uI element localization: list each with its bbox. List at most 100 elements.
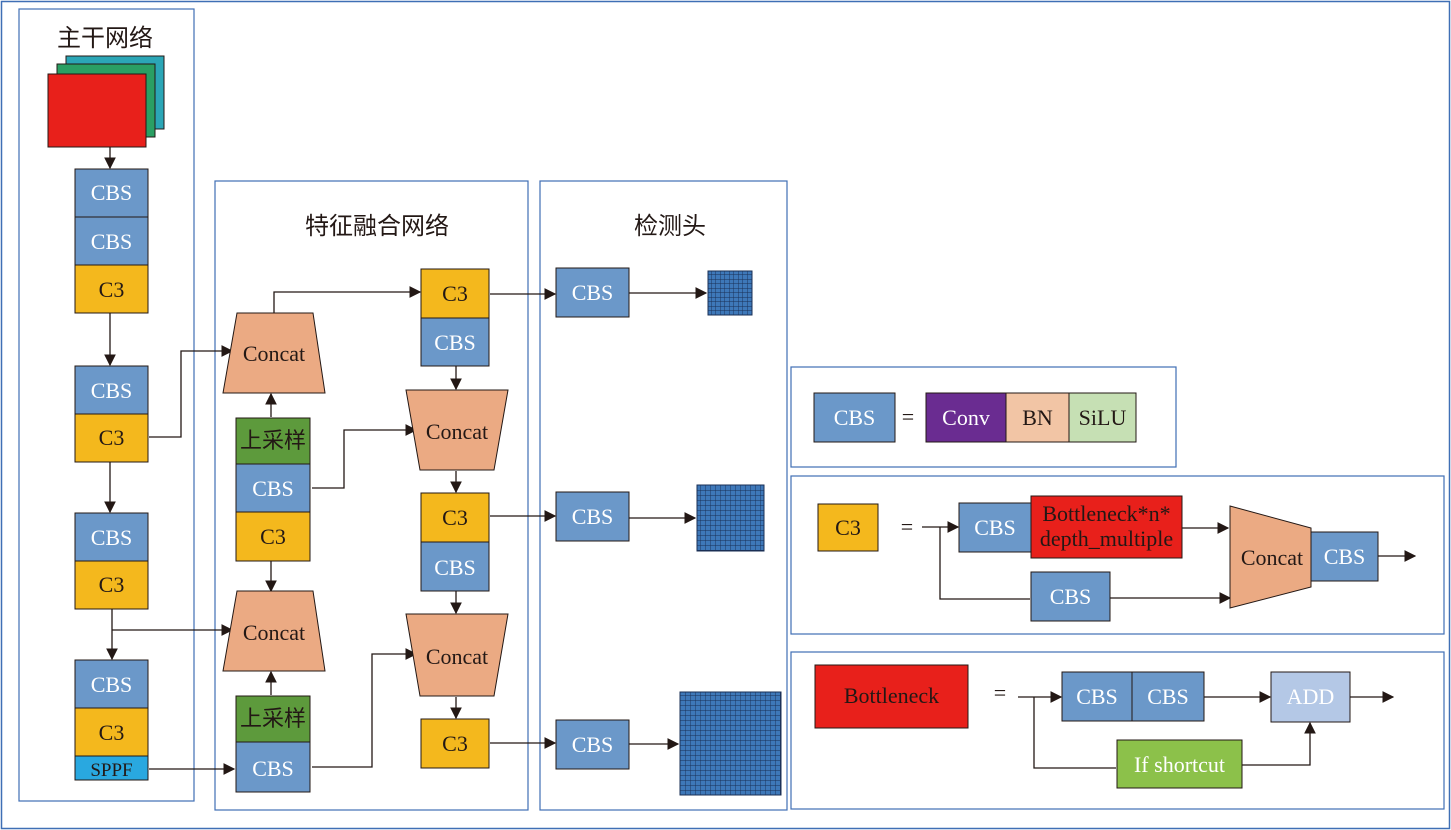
c3-label: C3 [99,572,125,597]
legend-c3-concat [1229,505,1312,609]
c3-block [74,413,149,463]
c3-label: C3 [99,720,125,745]
c3-label: C3 [99,277,125,302]
cbs-block [420,317,490,367]
cbs-label: CBS [572,504,614,529]
connectors [104,146,1417,775]
c3-label: C3 [442,281,468,306]
cbs-block [235,741,311,793]
bn-label: BN [1022,405,1053,430]
legend-add-label: ADD [1287,684,1335,709]
legend-cbs-definition: CBS = Conv BN SiLU [813,392,1137,443]
legend-c3-concat-label: Concat [1241,545,1303,570]
legend-c3-out-cbs [1310,531,1379,582]
concat-label: Concat [243,620,305,645]
legend-bottleneck-cbs-a [1061,671,1133,722]
input-feature-stack [47,55,165,148]
legend-bottleneck-frame [790,651,1445,810]
legend-c3-frame [790,475,1445,635]
neck-right-bottom-stack: C3 [420,718,490,769]
upsample-label: 上采样 [240,428,306,453]
head-branch-medium: CBS [555,484,765,552]
c3-block [420,718,490,769]
backbone-stage-1: CBS CBS C3 [74,168,149,314]
legend-bottleneck-cbs-b-label: CBS [1147,684,1189,709]
c3-block [420,492,490,543]
concat-label: Concat [426,644,488,669]
c3-label: C3 [442,731,468,756]
cbs-block [74,216,149,266]
legend-bottleneck-lhs [814,664,969,729]
upsample-block [235,417,311,465]
legend-c3-cbs [958,502,1032,553]
cbs-block [74,168,149,218]
c3-block [235,511,311,562]
legend-c3-definition: C3 = CBS Bottleneck*n* depth_multiple CB… [817,495,1379,622]
legend-shortcut-label: If shortcut [1134,752,1225,777]
cbs-label: CBS [91,229,133,254]
legend-c3-lhs [817,503,879,552]
neck-right-top-stack: C3 CBS [420,268,490,367]
cbs-label: CBS [434,555,476,580]
head-branch-large: CBS [555,267,753,318]
backbone-stage-4: CBS C3 SPPF [74,659,149,781]
head-branch-small: CBS [555,691,782,796]
output-grid-large [679,691,782,796]
cbs-block [74,659,149,709]
conv-block [925,392,1007,443]
neck-title: 特征融合网络 [305,213,449,240]
cbs-block [555,719,630,770]
output-grid-small [707,270,753,316]
c3-block [74,560,149,610]
neck-left-lower-stack: 上采样 CBS [235,695,311,793]
equals-sign: = [901,514,913,539]
legend-cbs-lhs-label: CBS [834,405,876,430]
legend-c3-cbs-label: CBS [974,515,1016,540]
cbs-block [235,463,311,513]
conv-label: Conv [942,405,990,430]
neck-left-upper-stack: 上采样 CBS C3 [235,417,311,562]
silu-label: SiLU [1079,405,1127,430]
legend-add-block [1270,671,1351,723]
sppf-label: SPPF [90,760,132,781]
c3-label: C3 [442,505,468,530]
legend-bottleneck-cbs-b [1131,671,1205,722]
neck-concat-mid-left: Concat [222,590,326,672]
cbs-block [420,541,490,592]
neck-concat-top-right: Concat [405,389,509,471]
concat-label: Concat [426,419,488,444]
neck-frame [214,180,529,811]
cbs-label: CBS [434,330,476,355]
legend-c3-bottleneck-line1: Bottleneck*n* [1042,501,1170,526]
c3-block [420,268,490,319]
neck-concat-bottom-right: Concat [405,613,509,697]
cbs-label: CBS [91,525,133,550]
cbs-label: CBS [252,476,294,501]
backbone-stage-2: CBS C3 [74,365,149,463]
legend-bottleneck-cbs-a-label: CBS [1076,684,1118,709]
legend-cbs-frame [790,366,1177,468]
backbone-frame [18,8,195,802]
cbs-label: CBS [572,280,614,305]
neck-concat-top-left: Concat [222,312,326,394]
neck-right-mid-stack: C3 CBS [420,492,490,592]
legend-c3-lhs-label: C3 [835,515,861,540]
c3-label: C3 [99,425,125,450]
silu-block [1068,392,1137,443]
legend-shortcut-block [1116,739,1243,789]
cbs-label: CBS [91,180,133,205]
backbone-title: 主干网络 [57,25,153,52]
legend-c3-bottleneck [1030,495,1183,559]
cbs-label: CBS [91,378,133,403]
equals-sign: = [902,404,914,429]
cbs-label: CBS [252,756,294,781]
c3-block [74,707,149,757]
sppf-block [74,755,149,781]
output-grid-medium [696,484,765,552]
backbone-stage-3: CBS C3 [74,512,149,610]
upsample-label: 上采样 [240,706,306,731]
legend-c3-branch-cbs-label: CBS [1050,584,1092,609]
legend-bottleneck-definition: Bottleneck = CBS CBS ADD If shortcut [814,664,1351,789]
